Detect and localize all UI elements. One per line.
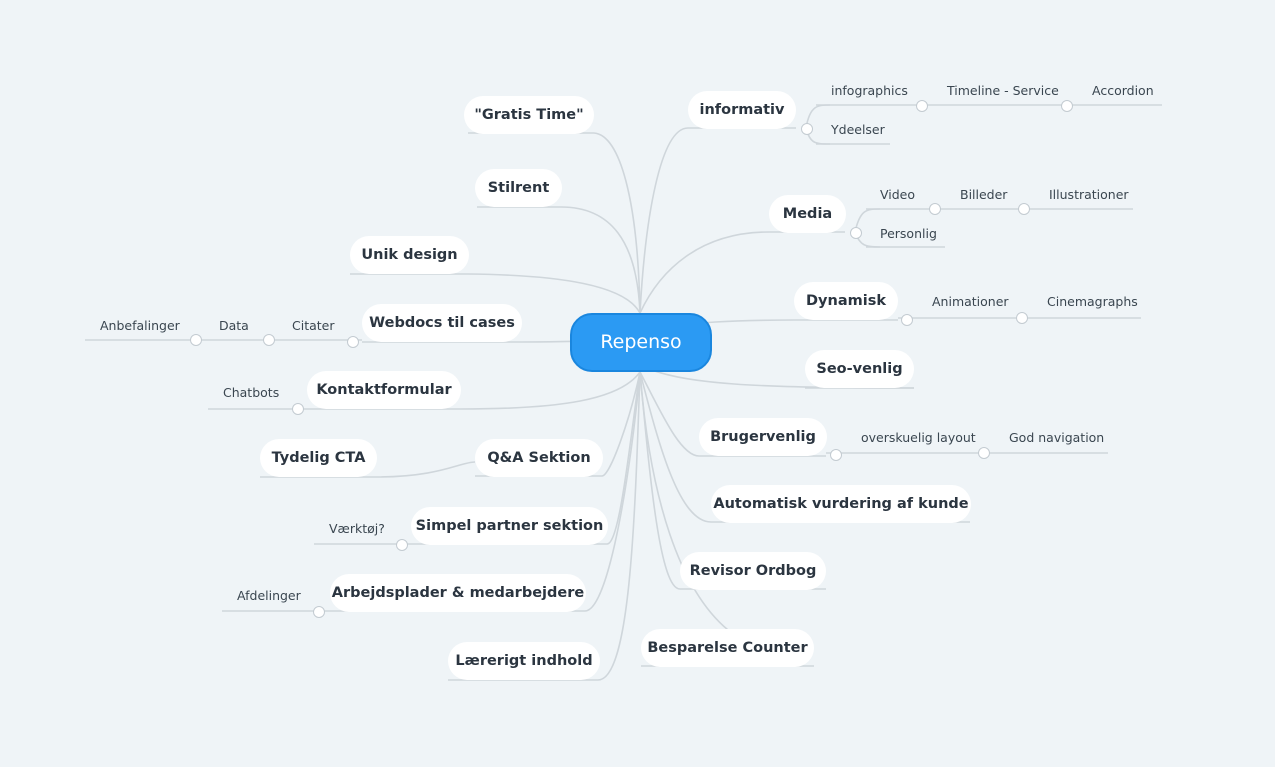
collapse-toggle-icon[interactable] (313, 606, 325, 618)
topic-media[interactable]: Media (769, 195, 846, 233)
leaf-personlig[interactable]: Personlig (880, 226, 937, 241)
topic-seo-venlig[interactable]: Seo-venlig (805, 350, 914, 388)
topic-besparelse-counter[interactable]: Besparelse Counter (641, 629, 814, 667)
leaf-god-navigation[interactable]: God navigation (1009, 430, 1105, 445)
collapse-toggle-icon[interactable] (1061, 100, 1073, 112)
leaf-infographics[interactable]: infographics (831, 83, 908, 98)
topic-informativ[interactable]: informativ (688, 91, 796, 129)
collapse-toggle-icon[interactable] (801, 123, 813, 135)
topic-kontaktformular[interactable]: Kontaktformular (307, 371, 461, 409)
leaf-overskuelig-layout[interactable]: overskuelig layout (861, 430, 976, 445)
collapse-toggle-icon[interactable] (292, 403, 304, 415)
topic-revisor-ordbog[interactable]: Revisor Ordbog (680, 552, 826, 590)
leaf-ydeelser[interactable]: Ydeelser (831, 122, 885, 137)
leaf-citater[interactable]: Citater (292, 318, 335, 333)
leaf-video[interactable]: Video (880, 187, 916, 202)
topic-brugervenlig[interactable]: Brugervenlig (699, 418, 827, 456)
leaf-animationer[interactable]: Animationer (932, 294, 1009, 309)
topic-stilrent[interactable]: Stilrent (475, 169, 562, 207)
collapse-toggle-icon[interactable] (850, 227, 862, 239)
leaf-billeder[interactable]: Billeder (960, 187, 1008, 202)
leaf-illustrationer[interactable]: Illustrationer (1049, 187, 1129, 202)
collapse-toggle-icon[interactable] (1016, 312, 1028, 324)
leaf-timeline-service[interactable]: Timeline - Service (947, 83, 1059, 98)
leaf-cinemagraphs[interactable]: Cinemagraphs (1047, 294, 1138, 309)
collapse-toggle-icon[interactable] (396, 539, 408, 551)
topic-qa-sektion[interactable]: Q&A Sektion (475, 439, 603, 477)
collapse-toggle-icon[interactable] (1018, 203, 1030, 215)
leaf-afdelinger[interactable]: Afdelinger (237, 588, 301, 603)
topic-arbejdsplader-medarbejdere[interactable]: Arbejdsplader & medarbejdere (330, 574, 586, 612)
topic-laererigt-indhold[interactable]: Lærerigt indhold (448, 642, 600, 680)
topic-webdocs-til-cases[interactable]: Webdocs til cases (362, 304, 522, 342)
collapse-toggle-icon[interactable] (916, 100, 928, 112)
leaf-vaerktoj[interactable]: Værktøj? (329, 521, 385, 536)
leaf-data[interactable]: Data (219, 318, 249, 333)
collapse-toggle-icon[interactable] (830, 449, 842, 461)
collapse-toggle-icon[interactable] (929, 203, 941, 215)
collapse-toggle-icon[interactable] (347, 336, 359, 348)
collapse-toggle-icon[interactable] (263, 334, 275, 346)
topic-automatisk-vurdering[interactable]: Automatisk vurdering af kunde (711, 485, 971, 523)
collapse-toggle-icon[interactable] (190, 334, 202, 346)
leaf-chatbots[interactable]: Chatbots (223, 385, 280, 400)
topic-tydelig-cta[interactable]: Tydelig CTA (260, 439, 377, 477)
topic-dynamisk[interactable]: Dynamisk (794, 282, 898, 320)
central-topic[interactable]: Repenso (570, 313, 712, 372)
collapse-toggle-icon[interactable] (901, 314, 913, 326)
topic-simpel-partner-sektion[interactable]: Simpel partner sektion (411, 507, 608, 545)
topic-unik-design[interactable]: Unik design (350, 236, 469, 274)
collapse-toggle-icon[interactable] (978, 447, 990, 459)
leaf-anbefalinger[interactable]: Anbefalinger (100, 318, 180, 333)
leaf-accordion[interactable]: Accordion (1092, 83, 1154, 98)
topic-gratis-time[interactable]: "Gratis Time" (464, 96, 594, 134)
